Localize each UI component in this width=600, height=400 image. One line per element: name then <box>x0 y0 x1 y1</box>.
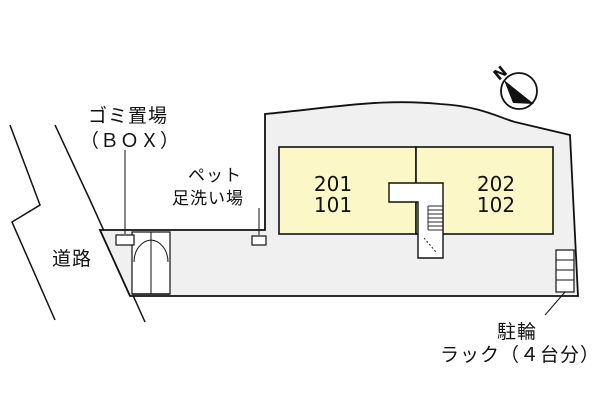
pet-wash <box>251 235 267 246</box>
road-edge-left <box>9 124 56 321</box>
compass-icon <box>500 72 538 110</box>
bike-label-line1: 駐輪 <box>497 321 538 343</box>
stair-core <box>388 182 444 259</box>
bike-rack <box>555 249 575 293</box>
unit-202: 202 <box>476 172 516 196</box>
pet-label-line2: 足洗い場 <box>172 189 244 209</box>
garbage-sub-label: （ＢＯＸ） <box>80 130 181 152</box>
unit-102: 102 <box>476 193 516 217</box>
bike-label-line2: ラック（４台分） <box>440 344 600 366</box>
pet-label-line1: ペット <box>188 166 242 186</box>
stair-steps <box>423 205 443 253</box>
garbage-label: ゴミ置場 <box>88 105 169 127</box>
garbage-box <box>115 234 135 246</box>
road-label: 道路 <box>52 248 93 270</box>
unit-101: 101 <box>313 193 353 217</box>
unit-201: 201 <box>313 172 353 196</box>
